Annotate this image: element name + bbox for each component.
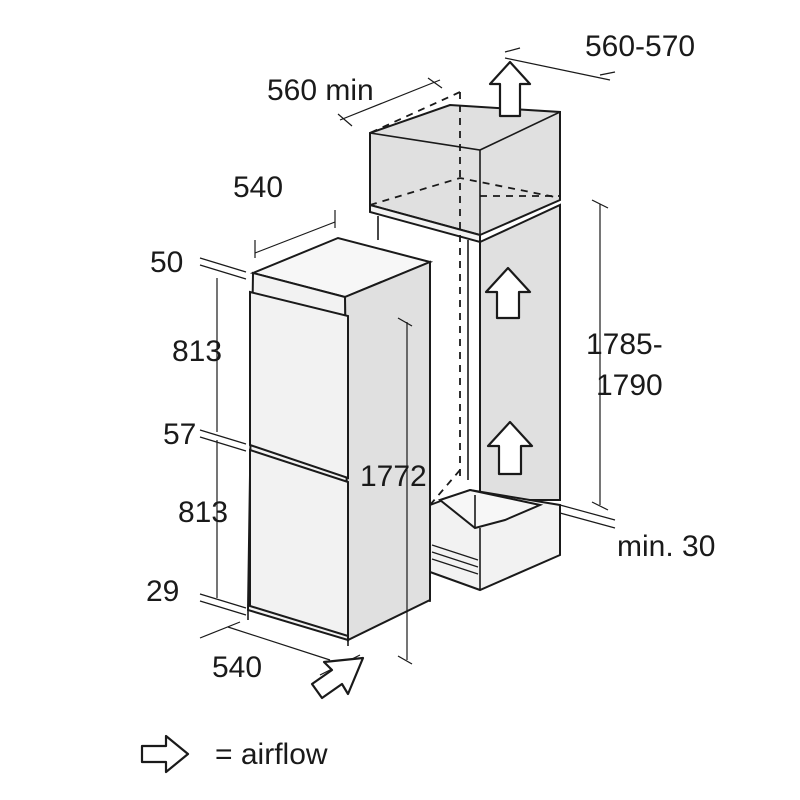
airflow-arrow-lower-icon bbox=[486, 420, 534, 476]
fridge-appliance bbox=[246, 236, 434, 646]
legend-label: = airflow bbox=[215, 738, 328, 771]
legend: = airflow bbox=[140, 734, 328, 774]
airflow-arrow-upper-icon bbox=[484, 266, 532, 320]
middle-gap-label: 57 bbox=[163, 418, 196, 451]
niche-depth-label: 560-570 bbox=[585, 30, 695, 63]
niche-cabinet bbox=[369, 91, 561, 592]
bottom-gap-label: 29 bbox=[146, 575, 179, 608]
appliance-depth-top-label: 540 bbox=[233, 171, 283, 204]
niche-width-label: 560 min bbox=[267, 74, 374, 107]
lower-door-label: 813 bbox=[178, 496, 228, 529]
airflow-arrow-icon bbox=[140, 734, 190, 774]
fridge-side-face bbox=[343, 260, 431, 642]
dimension-lines bbox=[199, 47, 616, 676]
top-gap-label: 50 bbox=[150, 246, 183, 279]
cabinet-plinth-top bbox=[437, 488, 544, 530]
upper-door-label: 813 bbox=[172, 335, 222, 368]
appliance-width-bottom-label: 540 bbox=[212, 651, 262, 684]
airflow-arrow-top-icon bbox=[488, 60, 532, 118]
niche-height-label-line2: 1790 bbox=[596, 369, 663, 402]
appliance-height-label: 1772 bbox=[360, 460, 427, 493]
niche-height-label-line1: 1785- bbox=[586, 328, 663, 361]
airflow-arrows bbox=[310, 60, 534, 700]
airflow-arrow-inlet-icon bbox=[310, 656, 365, 700]
upper-door bbox=[249, 290, 349, 480]
lower-door bbox=[249, 448, 349, 638]
plinth-gap-label: min. 30 bbox=[617, 530, 715, 563]
dimension-labels: 560-570 560 min 540 50 813 57 813 29 540… bbox=[146, 30, 715, 684]
